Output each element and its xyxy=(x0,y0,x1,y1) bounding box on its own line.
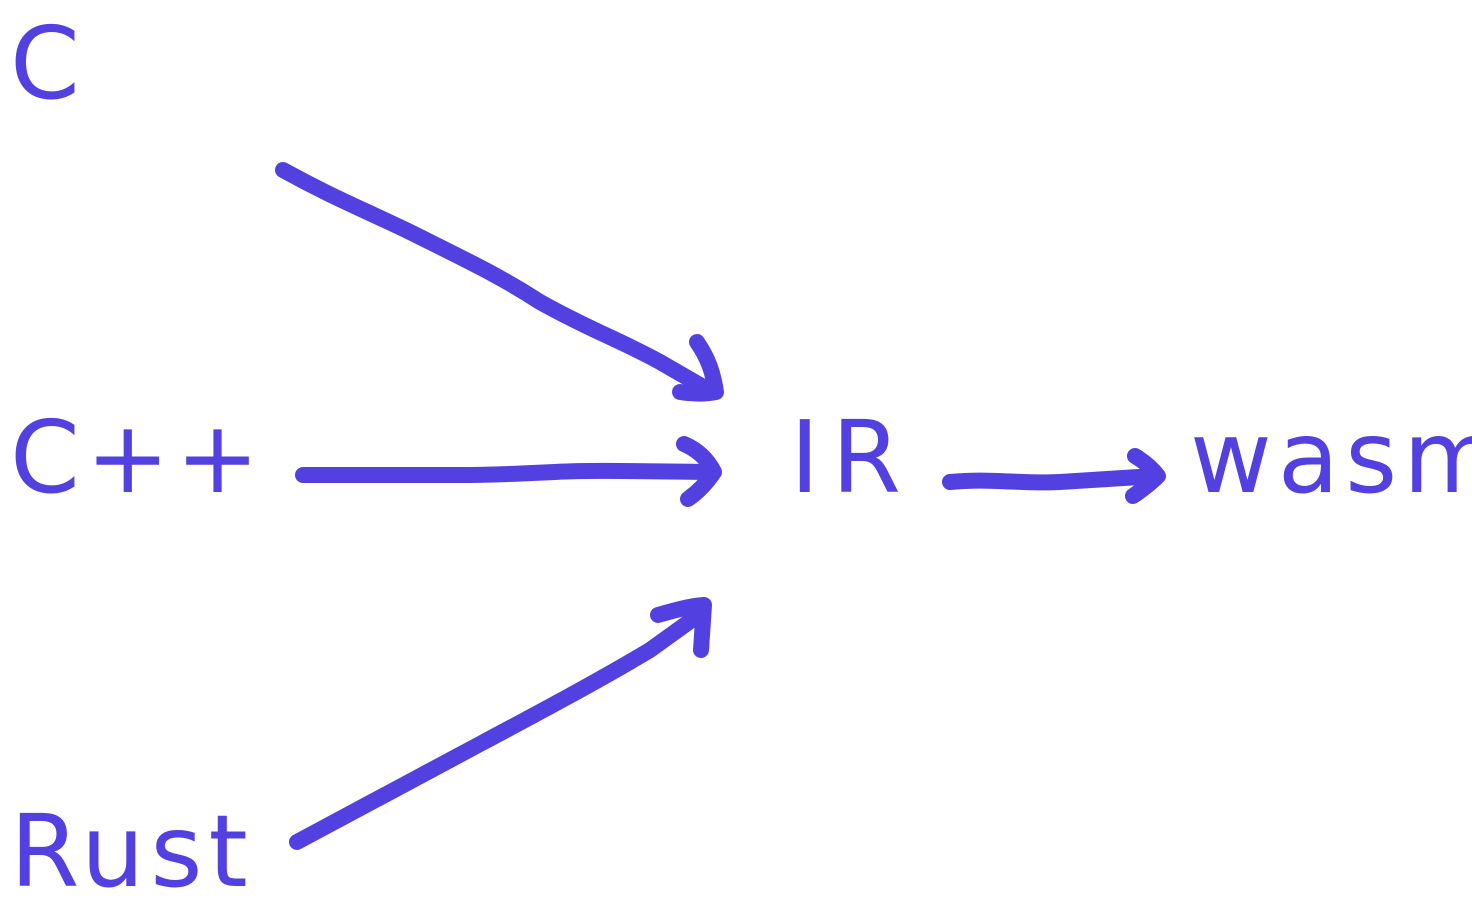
arrow-cpp-to-ir-head xyxy=(676,436,722,507)
arrow-cpp-to-ir xyxy=(295,436,722,507)
node-wasm: wasm xyxy=(1190,399,1472,516)
arrow-rust-to-ir-shaft xyxy=(289,606,708,850)
arrow-c-to-ir-shaft xyxy=(275,162,720,400)
node-rust: Rust xyxy=(10,793,254,910)
node-c: C xyxy=(10,5,86,122)
arrow-cpp-to-ir-shaft xyxy=(295,462,720,483)
node-ir: IR xyxy=(790,399,913,516)
arrow-rust-to-ir xyxy=(289,597,712,850)
node-cpp: C++ xyxy=(10,399,265,516)
arrow-c-to-ir xyxy=(275,162,724,402)
arrow-c-to-ir-head xyxy=(672,334,724,402)
arrow-ir-to-wasm-shaft xyxy=(942,468,1163,491)
arrow-ir-to-wasm xyxy=(942,448,1166,504)
arrow-rust-to-ir-head xyxy=(650,597,712,658)
arrow-ir-to-wasm-head xyxy=(1125,448,1166,504)
